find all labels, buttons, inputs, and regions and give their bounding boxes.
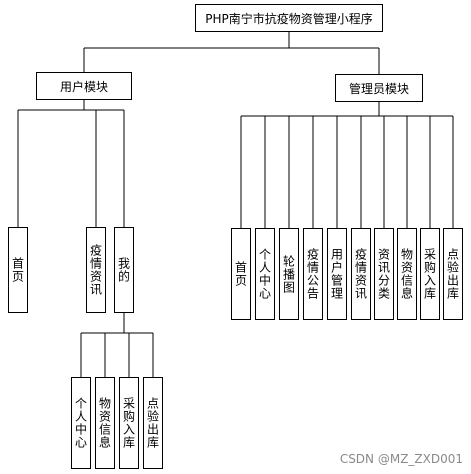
- mine-child-inspection-out: 点验出库: [143, 377, 163, 469]
- user-module-node: 用户模块: [36, 72, 132, 100]
- user-node-epidemic-news-label: 疫情资讯: [88, 244, 103, 296]
- admin-node-personal-center: 个人中心: [255, 228, 275, 320]
- admin-node-epidemic-notice: 疫情公告: [303, 228, 323, 320]
- admin-module-node: 管理员模块: [335, 74, 423, 102]
- user-node-home: 首页: [8, 227, 28, 313]
- mine-child-supplies-info: 物资信息: [95, 377, 115, 469]
- mine-child-personal-center: 个人中心: [71, 377, 91, 469]
- admin-node-home: 首页: [231, 228, 251, 320]
- admin-node-epidemic-news-label: 疫情资讯: [353, 248, 368, 300]
- root-node: PHP南宁市抗疫物资管理小程序: [195, 4, 383, 32]
- user-node-epidemic-news: 疫情资讯: [86, 227, 106, 313]
- admin-node-carousel-label: 轮播图: [281, 254, 296, 294]
- admin-node-carousel: 轮播图: [279, 228, 299, 320]
- mine-child-purchase-in-label: 采购入库: [121, 397, 136, 449]
- admin-node-news-category-label: 资讯分类: [376, 248, 391, 300]
- user-node-home-label: 首页: [10, 257, 25, 283]
- watermark: CSDN @MZ_ZXD001: [339, 452, 463, 466]
- user-node-mine: 我的: [114, 227, 134, 313]
- admin-node-inspection-out-label: 点验出库: [445, 248, 460, 300]
- mine-child-supplies-info-label: 物资信息: [97, 397, 112, 449]
- admin-node-supplies-info: 物资信息: [397, 228, 417, 320]
- admin-node-supplies-info-label: 物资信息: [399, 248, 414, 300]
- admin-node-user-management: 用户管理: [327, 228, 347, 320]
- mine-child-purchase-in: 采购入库: [119, 377, 139, 469]
- admin-node-epidemic-notice-label: 疫情公告: [305, 248, 320, 300]
- admin-node-epidemic-news: 疫情资讯: [351, 228, 371, 320]
- mine-child-personal-center-label: 个人中心: [73, 397, 88, 449]
- admin-node-news-category: 资讯分类: [374, 228, 394, 320]
- admin-node-personal-center-label: 个人中心: [257, 248, 272, 300]
- admin-node-home-label: 首页: [233, 261, 248, 287]
- admin-node-purchase-in-label: 采购入库: [422, 248, 437, 300]
- admin-node-inspection-out: 点验出库: [443, 228, 463, 320]
- mine-child-inspection-out-label: 点验出库: [145, 397, 160, 449]
- admin-node-user-management-label: 用户管理: [329, 248, 344, 300]
- admin-node-purchase-in: 采购入库: [420, 228, 440, 320]
- user-node-mine-label: 我的: [116, 257, 131, 283]
